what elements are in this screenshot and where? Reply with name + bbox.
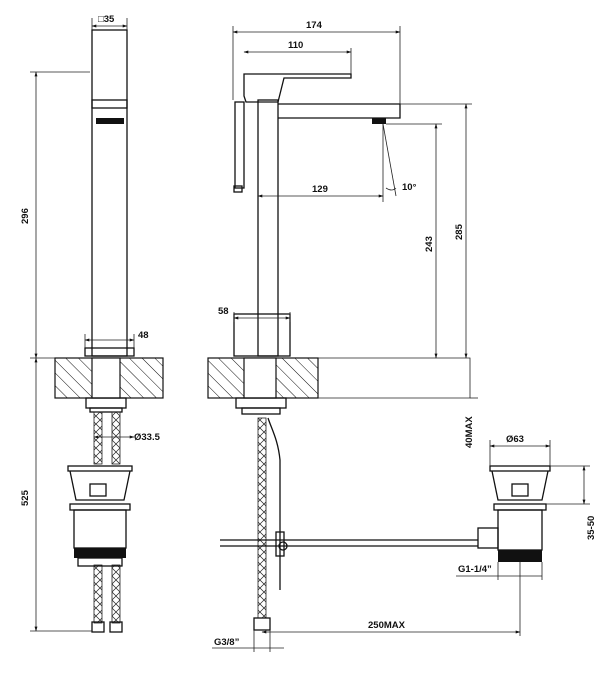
dim-dia-63: Ø63 (506, 434, 524, 445)
side-hose-right-lower (111, 564, 121, 624)
front-hose-main (257, 417, 267, 619)
side-hose-nut-right (109, 621, 123, 633)
front-rod-screw (278, 541, 288, 551)
front-hose-secondary (267, 417, 281, 590)
side-aerator (96, 118, 124, 124)
dim-height-525: 525 (20, 489, 31, 506)
dim-deck-40max: 40MAX (464, 416, 475, 448)
waste-rod-housing (477, 527, 499, 549)
front-lever-tip (233, 185, 243, 193)
side-waste-cap (67, 465, 133, 472)
side-tap-body (91, 29, 128, 357)
front-view: 174 110 129 10° 243 285 58 40MAX Ø63 (207, 20, 597, 652)
side-hose-left-upper (93, 411, 103, 465)
front-rod-clamp (275, 531, 285, 557)
front-hose-nut (253, 617, 271, 631)
side-base-ring (84, 347, 135, 357)
front-spout (278, 103, 401, 119)
dim-height-296: 296 (20, 208, 31, 224)
front-deck-outline (318, 357, 471, 399)
front-shank (243, 357, 277, 399)
dim-width-174: 174 (306, 20, 323, 31)
dim-range-35-50: 35-50 (586, 516, 597, 540)
waste-window (511, 483, 529, 497)
side-waste-window (89, 483, 107, 497)
dim-height-285: 285 (454, 223, 465, 240)
dim-thread-g1-1-4: G1-1/4” (458, 564, 492, 575)
side-waste-cup (69, 470, 131, 501)
waste-cup (491, 470, 549, 501)
waste-body (497, 509, 543, 551)
side-fixing-nut (85, 397, 127, 409)
side-washer (89, 407, 123, 413)
dim-reach-129: 129 (312, 184, 328, 195)
front-lever (243, 73, 352, 103)
waste-cap (489, 465, 551, 472)
dim-width-110: 110 (288, 40, 303, 51)
dim-square-35: □35 (98, 14, 115, 25)
side-hose-right-upper (111, 411, 121, 465)
dim-width-58: 58 (218, 306, 229, 317)
side-lever-band (91, 99, 128, 109)
dim-reach-250max: 250MAX (368, 620, 406, 631)
side-waste-flange (69, 503, 131, 511)
waste-thread (498, 550, 542, 562)
front-lever-back (234, 101, 245, 189)
dim-thread-g3-8: G3/8” (214, 637, 240, 648)
front-washer (241, 407, 281, 415)
front-fixing-nut (235, 397, 287, 409)
front-base (233, 313, 291, 357)
side-hose-nut-left (91, 621, 105, 633)
dim-dia-33-5: Ø33.5 (134, 432, 161, 443)
dim-width-48: 48 (138, 330, 149, 341)
side-waste-body (73, 509, 127, 549)
side-view: □35 296 48 Ø33.5 525 (20, 14, 164, 633)
side-waste-thread (74, 548, 126, 558)
waste-flange (493, 503, 547, 511)
side-shank (91, 357, 121, 399)
front-aerator (372, 118, 386, 124)
side-hose-left-lower (93, 564, 103, 624)
dim-height-243: 243 (424, 236, 435, 252)
side-waste-tail (77, 557, 123, 567)
dim-angle-10: 10° (402, 182, 417, 193)
